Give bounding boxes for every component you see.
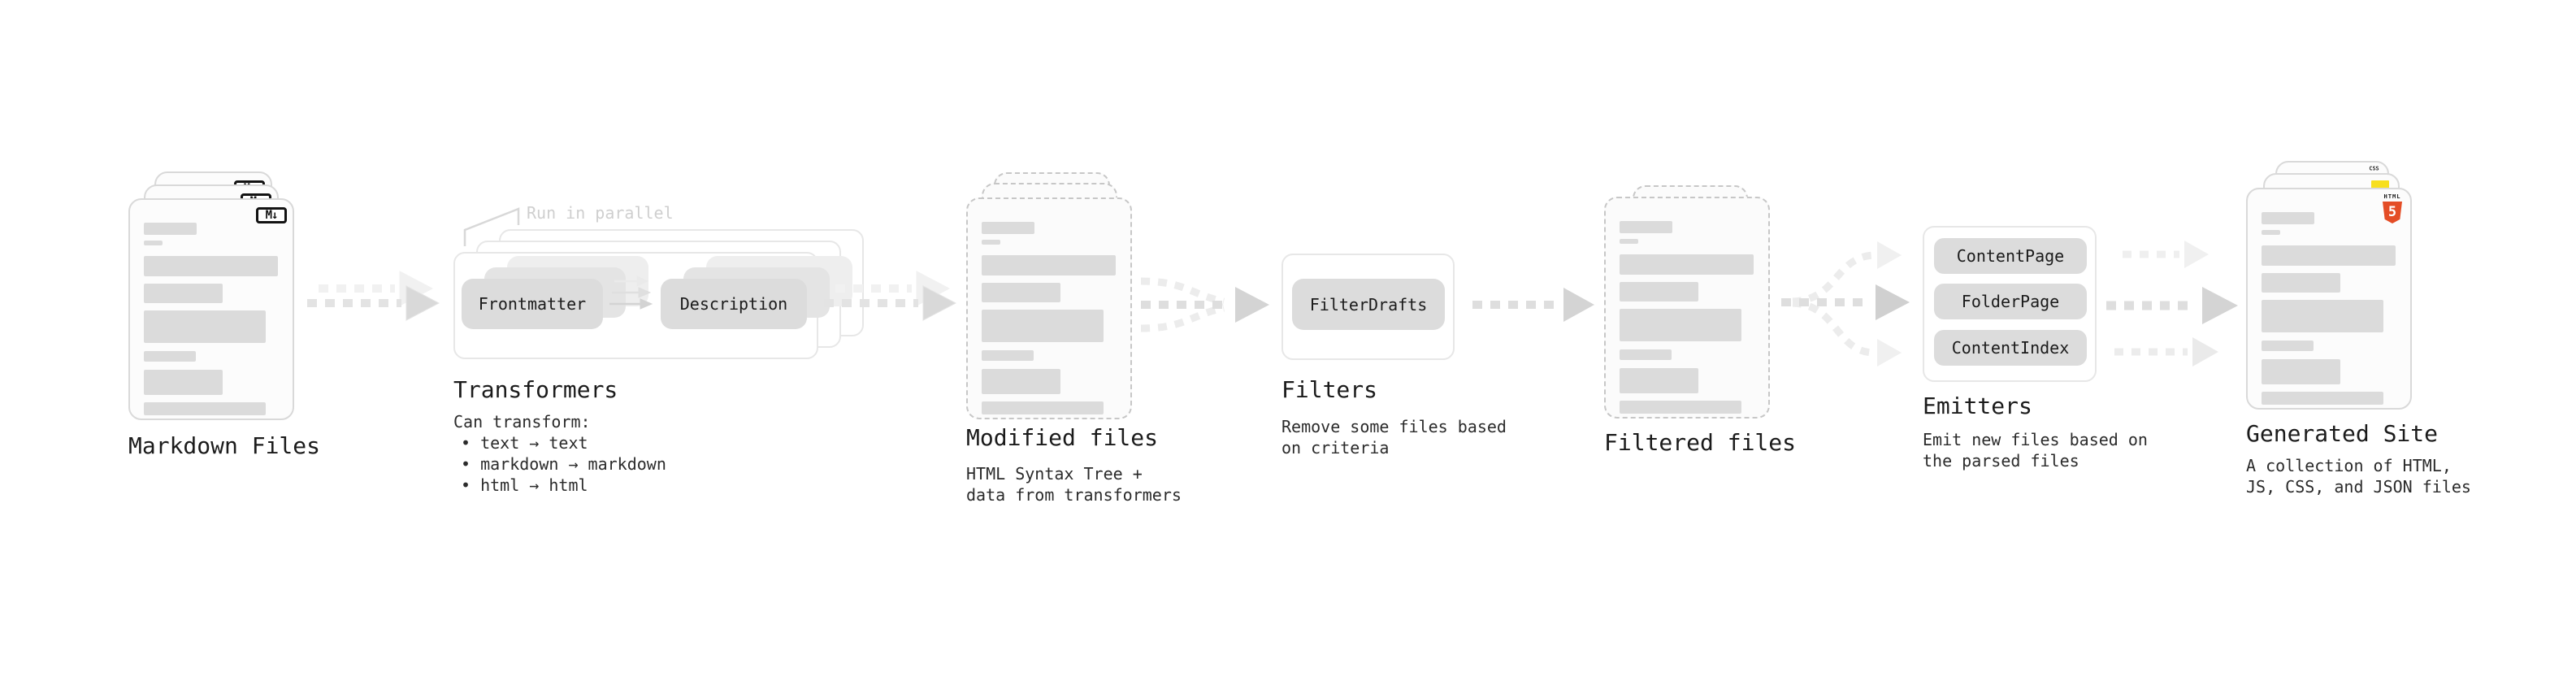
text-placeholder-bar xyxy=(982,255,1116,275)
text-placeholder-bar xyxy=(2262,245,2396,266)
document-skeleton xyxy=(144,223,278,415)
text-placeholder-bar xyxy=(144,241,163,245)
html5-icon-word: HTML xyxy=(2383,193,2401,200)
file-card-front: HTML 5 xyxy=(2246,188,2412,410)
text-placeholder-bar xyxy=(1620,349,1672,360)
text-placeholder-bar xyxy=(144,402,266,415)
markdown-files-stack: M↓ M↓ M↓ xyxy=(128,171,323,420)
text-placeholder-bar xyxy=(982,310,1104,342)
text-placeholder-bar xyxy=(2262,359,2340,384)
html5-icon-number: 5 xyxy=(2387,204,2397,220)
desc-line: Emit new files based on xyxy=(1923,430,2148,449)
chip-content-index: ContentIndex xyxy=(1934,330,2087,366)
js-icon xyxy=(2371,180,2389,189)
text-placeholder-bar xyxy=(2262,273,2340,293)
flow-arrow-markdown-to-transformers xyxy=(307,271,440,321)
text-placeholder-bar xyxy=(2262,340,2314,351)
stage-title-transformers: Transformers xyxy=(453,376,618,403)
desc-line: JS, CSS, and JSON files xyxy=(2246,477,2471,497)
text-placeholder-bar xyxy=(144,351,196,362)
text-placeholder-bar xyxy=(1620,254,1754,275)
flow-arrow-filtered-to-emitters xyxy=(1781,241,1910,367)
file-card-front: M↓ xyxy=(128,198,294,420)
desc-line: HTML Syntax Tree + xyxy=(966,464,1143,484)
desc-line: Remove some files based xyxy=(1281,417,1507,436)
file-card-front xyxy=(1604,197,1770,419)
text-placeholder-bar xyxy=(1620,368,1698,393)
stage-title-filtered-files: Filtered files xyxy=(1604,429,1797,456)
document-skeleton xyxy=(1620,221,1754,414)
stage-desc-transformers: Can transform: • text → text • markdown … xyxy=(453,411,666,496)
text-placeholder-bar xyxy=(982,350,1034,361)
stage-desc-filters: Remove some files based on criteria xyxy=(1281,416,1507,458)
desc-line: the parsed files xyxy=(1923,451,2079,471)
chip-folder-page: FolderPage xyxy=(1934,284,2087,319)
css-icon-label: CSS xyxy=(2369,165,2379,172)
text-placeholder-bar xyxy=(1620,221,1672,233)
desc-line: on criteria xyxy=(1281,438,1390,458)
transformers-group: Frontmatter Description xyxy=(453,229,868,363)
desc-bullet: • html → html xyxy=(461,475,588,495)
stage-title-generated-site: Generated Site xyxy=(2246,420,2439,447)
text-placeholder-bar xyxy=(2262,392,2383,405)
chip-content-page: ContentPage xyxy=(1934,238,2087,274)
text-placeholder-bar xyxy=(144,370,223,395)
file-card-front xyxy=(966,197,1132,419)
stage-title-modified-files: Modified files xyxy=(966,424,1159,451)
text-placeholder-bar xyxy=(1620,239,1638,244)
document-skeleton xyxy=(982,222,1116,414)
flow-arrow-emitters-to-generated xyxy=(2106,241,2238,367)
stage-desc-emitters: Emit new files based on the parsed files xyxy=(1923,429,2148,471)
html5-icon: HTML 5 xyxy=(2381,193,2404,223)
desc-line: A collection of HTML, xyxy=(2246,456,2452,475)
html5-icon-shield: 5 xyxy=(2383,202,2402,223)
flow-arrow-filters-to-filtered xyxy=(1472,288,1594,322)
text-placeholder-bar xyxy=(982,369,1060,394)
desc-bullet: • markdown → markdown xyxy=(461,454,666,474)
desc-bullet: • text → text xyxy=(461,433,588,453)
text-placeholder-bar xyxy=(982,283,1060,302)
text-placeholder-bar xyxy=(1620,309,1741,341)
stage-title-filters: Filters xyxy=(1281,376,1378,403)
markdown-icon: M↓ xyxy=(256,207,287,223)
chip-filter-drafts: FilterDrafts xyxy=(1292,279,1445,330)
text-placeholder-bar xyxy=(2262,300,2383,332)
text-placeholder-bar xyxy=(1620,282,1698,301)
document-skeleton xyxy=(2262,212,2396,405)
stage-desc-generated-site: A collection of HTML, JS, CSS, and JSON … xyxy=(2246,455,2471,497)
text-placeholder-bar xyxy=(1620,401,1741,414)
text-placeholder-bar xyxy=(982,240,1000,245)
stage-title-markdown-files: Markdown Files xyxy=(128,432,321,459)
text-placeholder-bar xyxy=(982,222,1034,234)
text-placeholder-bar xyxy=(2262,212,2314,224)
stage-title-emitters: Emitters xyxy=(1923,393,2032,419)
generated-site-stack: CSS HTML 5 xyxy=(2246,161,2441,410)
stage-desc-modified-files: HTML Syntax Tree + data from transformer… xyxy=(966,463,1182,505)
run-in-parallel-label: Run in parallel xyxy=(527,203,674,223)
desc-line: Can transform: xyxy=(453,412,591,432)
text-placeholder-bar xyxy=(144,310,266,343)
chip-frontmatter: Frontmatter xyxy=(462,279,603,329)
text-placeholder-bar xyxy=(144,284,223,303)
desc-line: data from transformers xyxy=(966,485,1182,505)
chip-description: Description xyxy=(661,279,807,329)
text-placeholder-bar xyxy=(2262,230,2280,235)
text-placeholder-bar xyxy=(144,256,278,276)
text-placeholder-bar xyxy=(144,223,197,235)
text-placeholder-bar xyxy=(982,401,1104,414)
filtered-files-stack xyxy=(1604,185,1799,421)
modified-files-stack xyxy=(966,172,1161,420)
